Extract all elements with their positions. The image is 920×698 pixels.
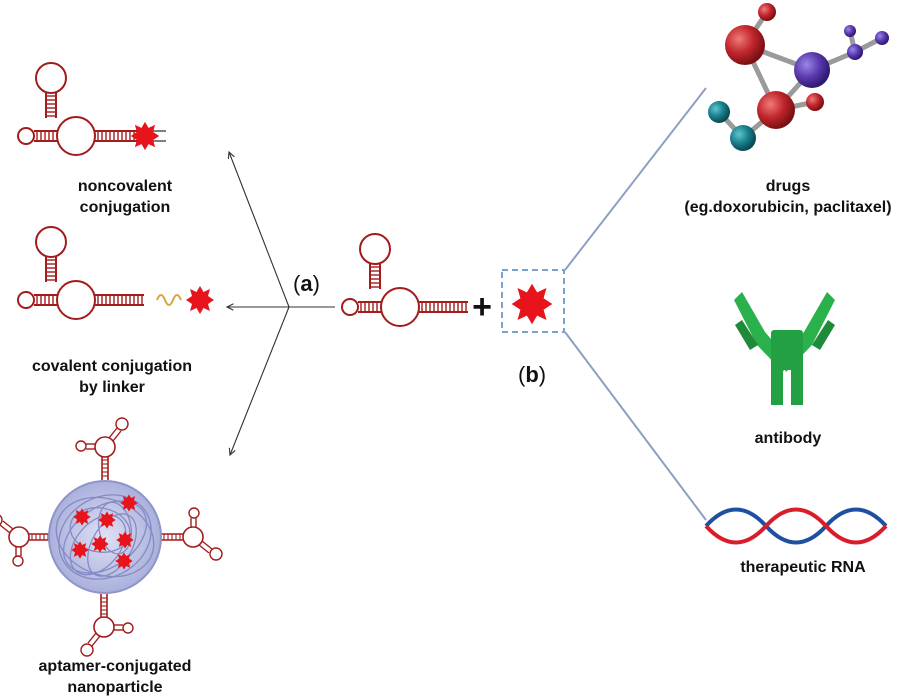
- plus-sign: +: [472, 288, 492, 326]
- cargo-dashed-box: [501, 269, 565, 333]
- covalent-label: covalent conjugation by linker: [31, 358, 192, 396]
- noncovalent-drug-star: [131, 122, 159, 150]
- center-aptamer: [341, 233, 469, 327]
- drug-molecule: [708, 3, 889, 151]
- covalent-aptamer: [17, 226, 182, 320]
- nano-coils: [55, 494, 155, 580]
- callout-lower: [564, 331, 707, 521]
- arrow-to-noncovalent: [229, 152, 290, 308]
- label-a: (a): [293, 271, 320, 296]
- label-b: (b): [518, 362, 547, 387]
- linker: [156, 294, 182, 306]
- therapeutic-rna: [704, 507, 888, 545]
- drugs-label: drugs (eg.doxorubicin, paclitaxel): [684, 178, 892, 216]
- nanoparticle-label: aptamer-conjugated nanoparticle: [38, 658, 192, 696]
- arrows: [227, 152, 335, 455]
- center-drug-star: [511, 283, 553, 325]
- arrow-to-nanoparticle: [230, 306, 290, 455]
- callout-lines: [564, 87, 707, 521]
- noncovalent-label: noncovalent conjugation: [77, 178, 173, 216]
- antibody-label: antibody: [754, 430, 822, 447]
- nanoparticle: [0, 417, 223, 657]
- antibody: [734, 292, 835, 405]
- therapeutic-rna-label: therapeutic RNA: [740, 559, 866, 576]
- covalent-drug-star: [186, 286, 214, 314]
- callout-upper: [564, 87, 707, 271]
